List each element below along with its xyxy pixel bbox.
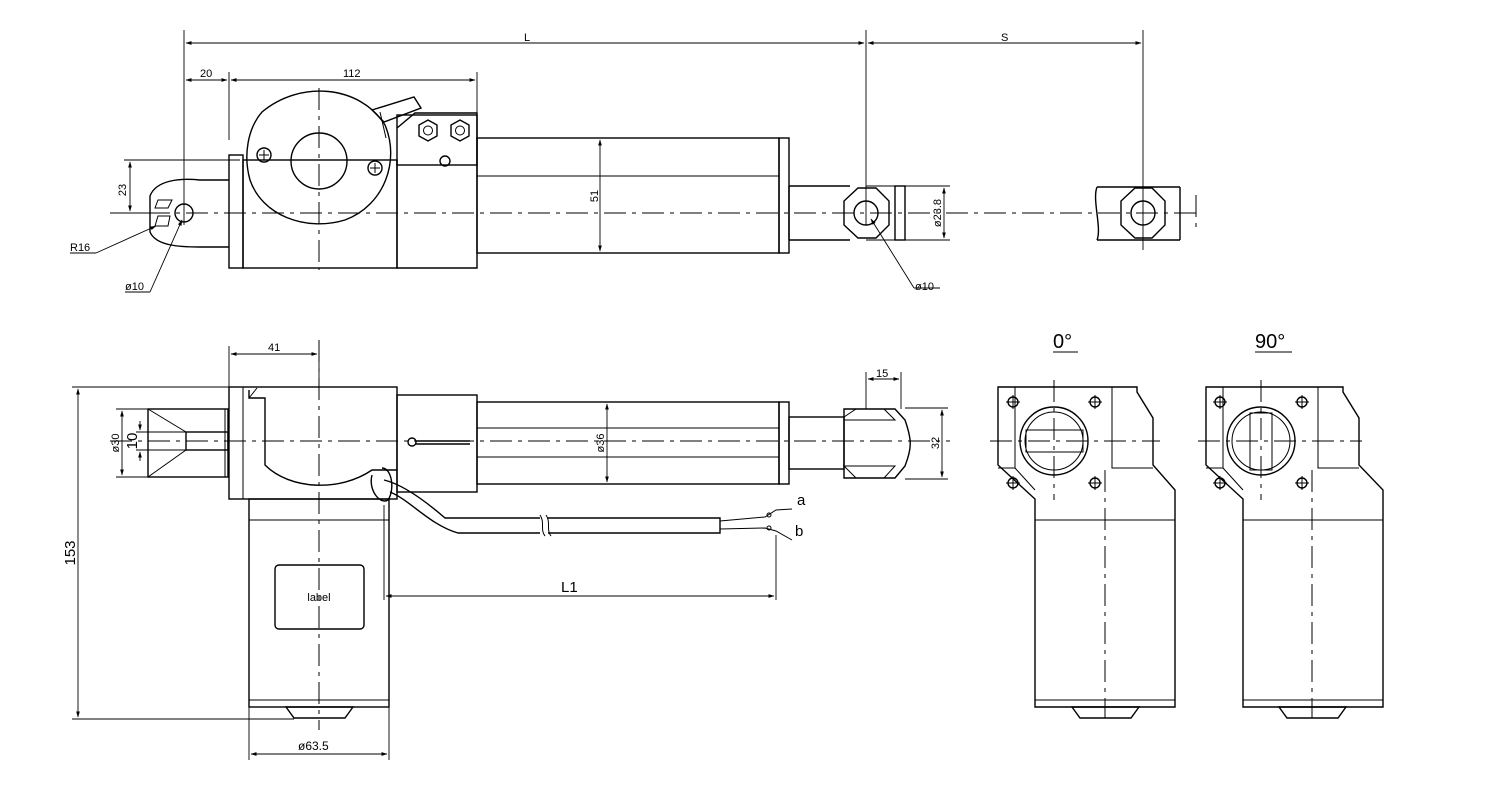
bolt-holes — [1006, 395, 1102, 490]
wire-b-label: b — [795, 523, 803, 540]
wire-a-label: a — [797, 492, 806, 509]
dim-L: L — [524, 32, 530, 44]
dim-S: S — [1001, 32, 1008, 44]
dim-L1: L1 — [561, 579, 578, 596]
orientation-90-view: 90° — [1198, 331, 1384, 719]
side-view: 41 ø30 10 ø36 — [62, 340, 950, 760]
dim-phi10-left: ø10 — [125, 281, 144, 293]
dim-20: 20 — [200, 68, 212, 80]
dim-51: 51 — [589, 190, 601, 202]
dim-41: 41 — [268, 342, 280, 354]
dim-phi30: ø30 — [110, 434, 122, 453]
dim-153: 153 — [62, 540, 79, 565]
dim-23: 23 — [117, 184, 129, 196]
dim-R16: R16 — [70, 242, 90, 254]
dim-112: 112 — [343, 68, 361, 80]
orientation-0-view: 0° — [990, 331, 1176, 719]
dim-15: 15 — [876, 368, 888, 380]
dim-10: 10 — [124, 433, 141, 450]
orientation-0-label: 0° — [1053, 331, 1072, 353]
dim-32: 32 — [930, 437, 942, 449]
dim-phi63-5: ø63.5 — [298, 739, 329, 753]
orientation-90-label: 90° — [1255, 331, 1285, 353]
bolt-holes — [1213, 395, 1309, 490]
dim-phi10-right: ø10 — [915, 281, 934, 293]
dim-phi36: ø36 — [595, 434, 607, 453]
top-view: L S 20 112 23 R16 ø10 — [70, 30, 1198, 293]
